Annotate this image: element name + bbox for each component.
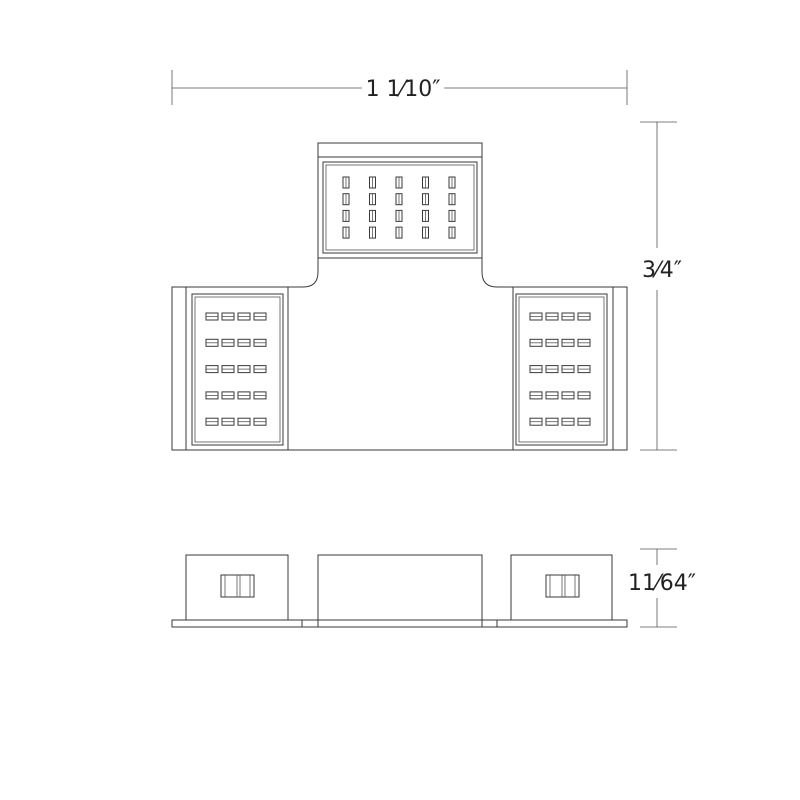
top-view-outline bbox=[171, 142, 628, 451]
width-label: 1 1⁄10″ bbox=[366, 77, 441, 102]
depth-dimension: 3⁄4″ bbox=[640, 121, 682, 451]
height-dimension: 11⁄64″ bbox=[628, 548, 696, 628]
right-connector bbox=[545, 574, 580, 598]
depth-label: 3⁄4″ bbox=[642, 258, 682, 283]
center-module-side bbox=[317, 554, 483, 621]
center-module-frame bbox=[322, 161, 478, 254]
right-module-side bbox=[510, 554, 613, 621]
height-label: 11⁄64″ bbox=[628, 571, 696, 596]
top-view bbox=[171, 142, 628, 451]
left-module-frame bbox=[191, 293, 284, 446]
base-plate bbox=[171, 619, 628, 628]
left-connector bbox=[220, 574, 255, 598]
width-dimension: 1 1⁄10″ bbox=[171, 70, 628, 105]
side-view bbox=[171, 554, 628, 628]
right-module-frame bbox=[515, 293, 608, 446]
